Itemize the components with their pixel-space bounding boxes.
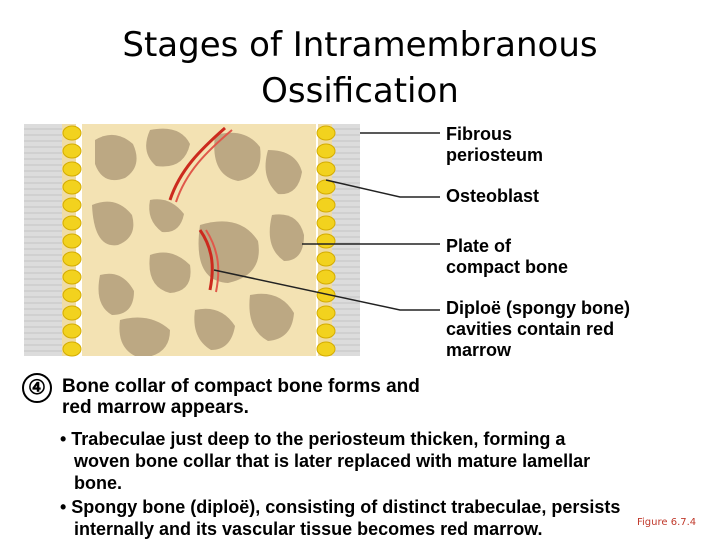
osteoblast-column-left: [62, 125, 82, 357]
marrow-cavity: [149, 199, 184, 233]
page-title: Stages of Intramembranous Ossification: [0, 22, 720, 114]
label-osteoblast: Osteoblast: [446, 186, 540, 206]
bullet-spongy-bone: • Spongy bone (diploë), consisting of di…: [60, 497, 621, 539]
figure-reference: Figure 6.7.4: [637, 517, 697, 528]
title-line-1: Stages of Intramembranous: [122, 25, 598, 65]
blood-vessel: [175, 129, 233, 203]
leader-diploe: [213, 269, 440, 311]
title-line-2: Ossification: [261, 71, 459, 111]
marrow-cavity: [92, 201, 134, 246]
blood-vessel: [205, 229, 220, 293]
label-plate-compact-bone: Plate of compact bone: [446, 236, 569, 277]
marrow-cavity: [194, 308, 235, 350]
marrow-cavity: [269, 214, 304, 261]
marrow-cavity: [146, 128, 190, 167]
marrow-cavity: [265, 150, 302, 195]
osteoblast-column-right: [316, 125, 336, 357]
marrow-cavity: [149, 252, 191, 293]
periosteum-left: [24, 124, 64, 356]
label-fibrous-periosteum: Fibrous periosteum: [446, 124, 544, 165]
marrow-cavity: [95, 134, 137, 181]
marrow-cavity: [249, 293, 294, 341]
blood-vessel: [168, 126, 226, 201]
blood-vessel: [198, 229, 214, 291]
step-heading: Bone collar of compact bone forms and re…: [62, 376, 420, 418]
marrow-cavity: [119, 317, 170, 356]
step-number-badge: ④: [22, 373, 52, 403]
marrow-cavity: [98, 273, 134, 315]
spongy-bone: [82, 124, 316, 356]
label-diploe: Diploë (spongy bone) cavities contain re…: [446, 298, 630, 360]
marrow-cavity: [214, 132, 261, 181]
leader-osteoblast: [325, 179, 440, 198]
bullet-trabeculae: • Trabeculae just deep to the periosteum…: [60, 429, 591, 493]
